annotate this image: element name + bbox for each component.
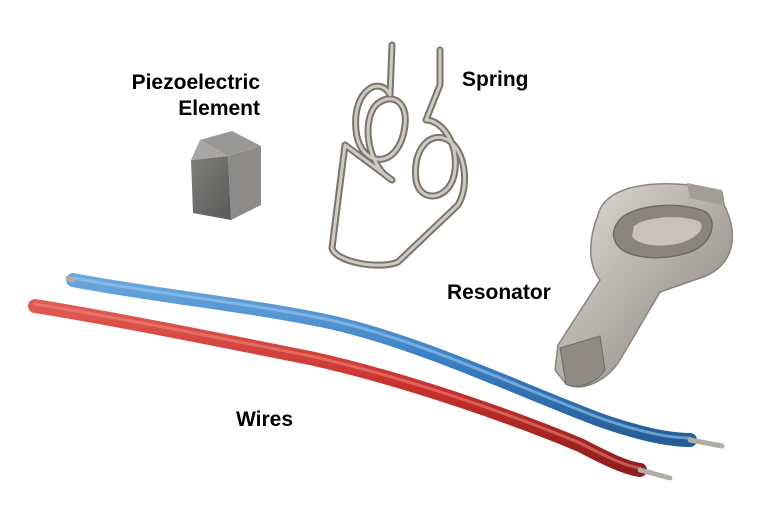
resonator-label: Resonator: [447, 281, 551, 304]
spring-label: Spring: [462, 68, 529, 91]
spring: [328, 41, 469, 269]
piezoelectric-element-label: Piezoelectric Element: [100, 70, 260, 122]
resonator: [554, 183, 734, 388]
piezoelectric-element: [191, 131, 261, 220]
piezoelectric-label-line2: Element: [178, 97, 260, 120]
wires-label: Wires: [236, 408, 294, 431]
piezoelectric-label-line1: Piezoelectric: [131, 71, 260, 94]
red-wire: [28, 299, 673, 481]
blue-wire: [65, 273, 725, 449]
